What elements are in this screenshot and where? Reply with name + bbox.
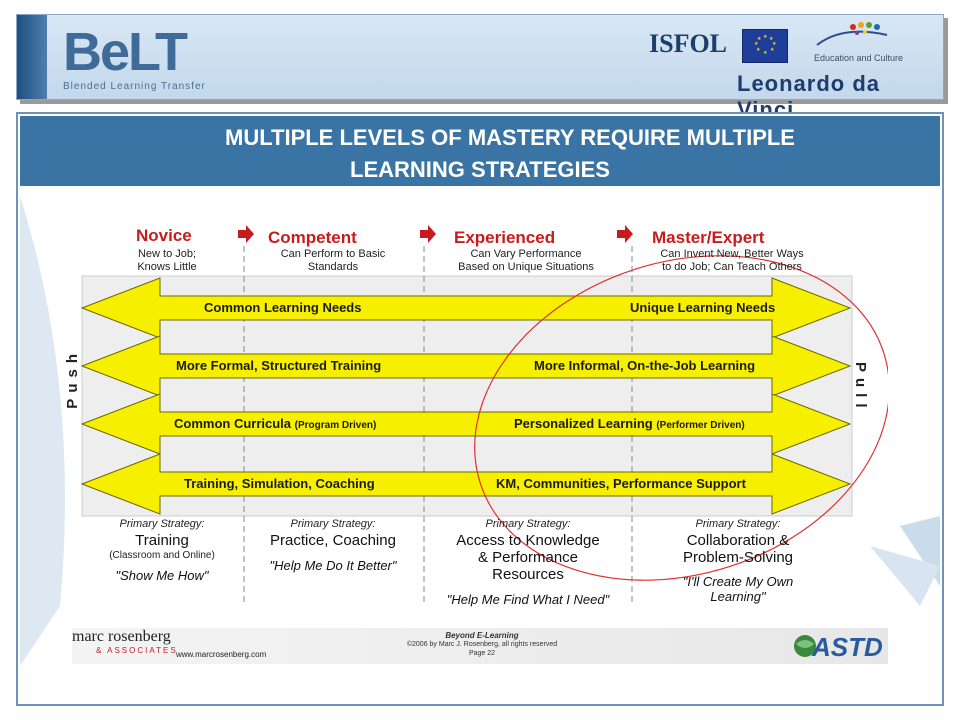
svg-text:★: ★ xyxy=(756,47,761,53)
arrow1-right-label: Unique Learning Needs xyxy=(630,300,776,315)
footer-credits: Beyond E-Learning ©2006 by Marc J. Rosen… xyxy=(406,631,558,657)
arrow1-left-label: Common Learning Needs xyxy=(204,300,362,315)
header-banner: BeLT Blended Learning Transfer ISFOL ★★★… xyxy=(16,14,944,122)
strategy2-caption: Primary Strategy: xyxy=(290,518,376,530)
strategy2-quote: "Help Me Do It Better" xyxy=(269,558,397,573)
stage-progress-arrows xyxy=(238,225,633,243)
stage-novice-title: Novice xyxy=(136,226,192,245)
arrow4-right-label: KM, Communities, Performance Support xyxy=(496,476,746,491)
eu-flag-icon: ★★★ ★★★ ★★ xyxy=(742,29,788,63)
strategy1-quote: "Show Me How" xyxy=(115,568,209,583)
arrow4-left-label: Training, Simulation, Coaching xyxy=(184,476,375,491)
double-arrow-1 xyxy=(80,277,852,339)
double-arrow-4 xyxy=(80,453,852,515)
stage-experienced-title: Experienced xyxy=(454,228,556,247)
globe-icon xyxy=(794,635,816,657)
isfol-logo: ISFOL xyxy=(649,29,728,58)
header-left-tab xyxy=(17,15,47,99)
slide-title-line1: MULTIPLE LEVELS OF MASTERY REQUIRE MULTI… xyxy=(225,125,795,150)
strategy1-note: (Classroom and Online) xyxy=(109,550,215,561)
background-swoosh xyxy=(20,186,940,702)
red-arrow-icon xyxy=(617,225,633,243)
red-arrow-icon xyxy=(238,225,254,243)
strategy3-caption: Primary Strategy: xyxy=(485,518,571,530)
strategy2-main: Practice, Coaching xyxy=(270,532,396,549)
svg-text:★: ★ xyxy=(769,36,774,42)
stage-novice-desc: New to Job;Knows Little xyxy=(137,248,197,273)
double-arrow-2 xyxy=(80,335,852,397)
double-arrow-3 xyxy=(80,393,852,455)
strategy4-caption: Primary Strategy: xyxy=(695,518,781,530)
svg-text:★: ★ xyxy=(763,34,768,40)
highlight-circle xyxy=(474,255,888,581)
strategy3-main: Access to Knowledge & Performance Resour… xyxy=(456,532,600,583)
marc-rosenberg-logo: marc rosenberg xyxy=(72,628,171,645)
strategy4-main: Collaboration & Problem-Solving xyxy=(682,532,794,566)
arrow2-left-label: More Formal, Structured Training xyxy=(176,358,382,373)
education-culture-label: Education and Culture xyxy=(814,53,904,63)
astd-logo: ASTD xyxy=(812,632,883,662)
arrow3-left-label: Common Curricula (Program Driven) xyxy=(174,416,377,431)
strategy3-quote: "Help Me Find What I Need" xyxy=(446,592,610,607)
diagram-graphics xyxy=(80,225,888,606)
slide-title-line2: LEARNING STRATEGIES xyxy=(350,157,610,182)
belt-logo: BeLT xyxy=(63,22,188,82)
belt-logo-subtitle: Blended Learning Transfer xyxy=(63,81,206,92)
stage-master-title: Master/Expert xyxy=(652,228,765,247)
education-culture-dots-icon xyxy=(816,22,888,46)
strategy4-quote: "I'll Create My Own Learning" xyxy=(682,574,794,604)
push-side-label: Push xyxy=(64,348,81,409)
svg-text:★: ★ xyxy=(770,47,775,53)
strategy1-caption: Primary Strategy: xyxy=(119,518,205,530)
footer-url: www.marcrosenberg.com xyxy=(176,650,267,659)
associates-label: & ASSOCIATES xyxy=(96,646,178,655)
stage-competent-title: Competent xyxy=(268,228,357,247)
svg-text:★: ★ xyxy=(763,50,768,56)
arrow3-right-label: Personalized Learning (Performer Driven) xyxy=(514,416,745,431)
svg-text:★: ★ xyxy=(754,41,759,47)
red-arrow-icon xyxy=(420,225,436,243)
strategy1-main: Training xyxy=(135,532,189,549)
svg-text:★: ★ xyxy=(757,36,762,42)
pull-side-label: Pull xyxy=(852,362,869,414)
slide-footer: marc rosenberg & ASSOCIATES www.marcrose… xyxy=(72,628,888,664)
arrow2-right-label: More Informal, On-the-Job Learning xyxy=(534,358,756,373)
svg-text:★: ★ xyxy=(772,41,777,47)
mastery-diagram: Novice Competent Experienced Master/Expe… xyxy=(64,216,888,664)
slide-title: MULTIPLE LEVELS OF MASTERY REQUIRE MULTI… xyxy=(20,116,940,186)
